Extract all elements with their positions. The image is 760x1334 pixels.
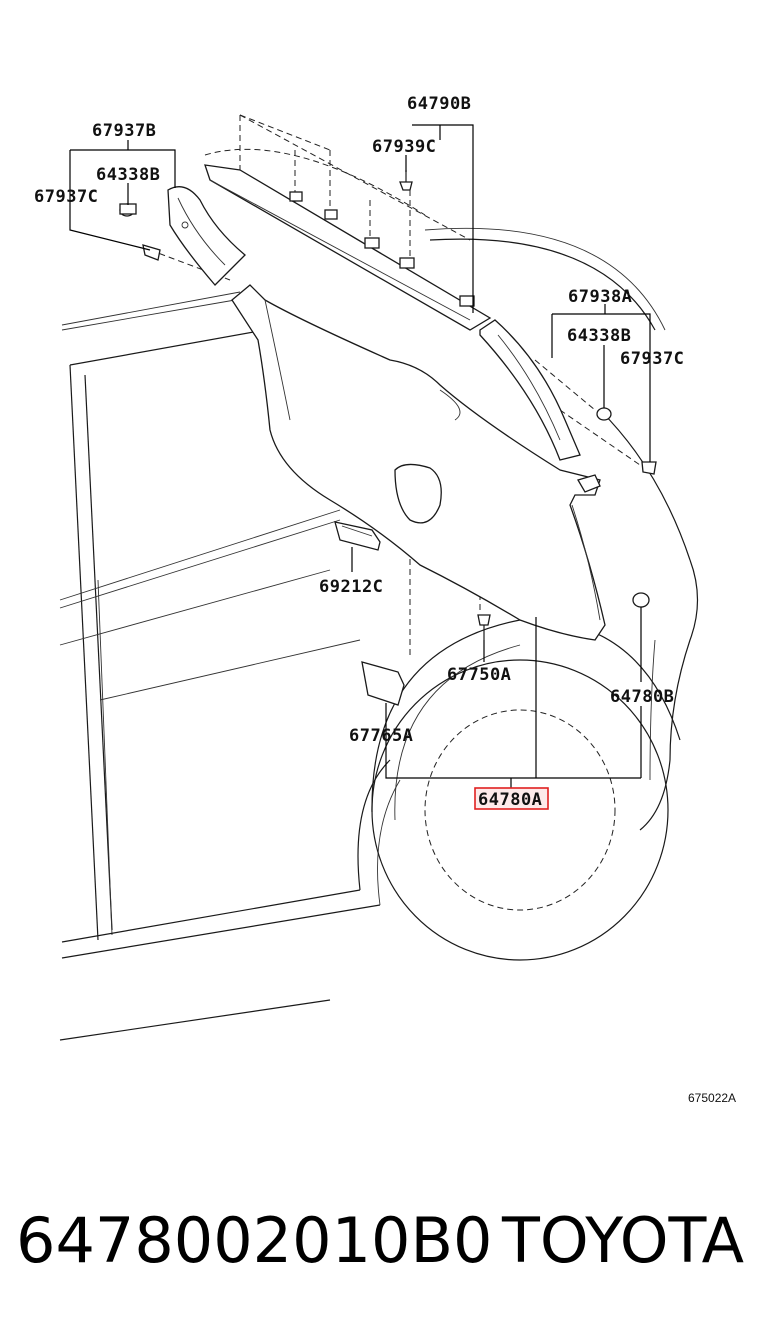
brand-name: TOYOTA [501,1203,744,1277]
callout-67938A[interactable]: 67938A [568,287,632,307]
callout-64338B-right[interactable]: 64338B [567,326,631,346]
callout-67750A[interactable]: 67750A [447,665,511,685]
cover-67765A [361,661,405,706]
left-pillar-garnish [167,186,246,286]
highlight-box-64780 [474,787,549,810]
callout-64790B[interactable]: 64790B [407,94,471,114]
callout-69212C[interactable]: 69212C [319,577,383,597]
parts-diagram: 64790B 67937B 67939C 64338B 67937C 67938… [34,94,736,1105]
callout-64780A[interactable]: 64780A [478,790,542,810]
callout-64338B-left[interactable]: 64338B [96,165,160,185]
callout-64780B[interactable]: 64780B [610,687,674,707]
upper-garnish-64790B [204,164,492,331]
right-pillar-garnish [479,319,581,461]
callout-67937C-left[interactable]: 67937C [34,187,98,207]
vehicle-body-outline [59,227,699,1041]
footer-caption: 6478002010B0 TOYOTA [0,1190,760,1290]
back-door-trim-board-64780A [231,284,606,641]
callout-67765A[interactable]: 67765A [349,726,413,746]
handle-69212C [334,521,381,551]
callout-67937B[interactable]: 67937B [92,121,156,141]
callout-67937C-right[interactable]: 67937C [620,349,684,369]
part-number: 6478002010B0 [16,1203,493,1277]
leader-lines [69,124,651,788]
callout-labels: 64790B 67937B 67939C 64338B 67937C 67938… [34,94,736,1105]
figure-reference: 675022A [688,1091,736,1105]
callout-67939C[interactable]: 67939C [372,137,436,157]
